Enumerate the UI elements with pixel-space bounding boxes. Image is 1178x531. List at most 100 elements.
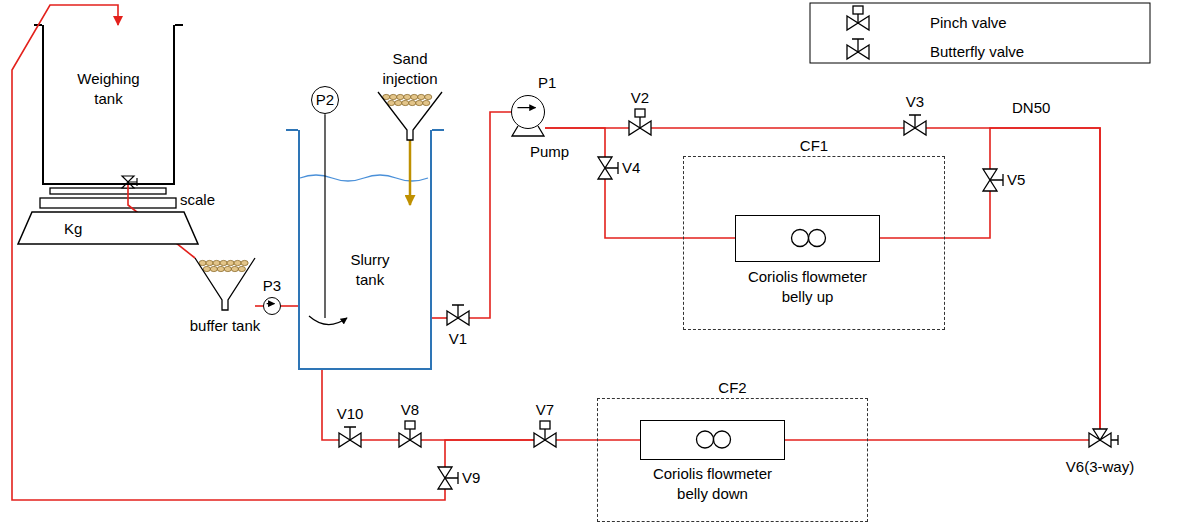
- pump-p1: P1Pump: [511, 95, 545, 129]
- sand-grain: [203, 266, 210, 271]
- butterfly-valve: V1: [447, 311, 469, 325]
- valve-tag: V3: [906, 92, 924, 112]
- node-outline: [983, 169, 997, 191]
- pipe-line: [651, 127, 904, 129]
- sand-grain: [418, 94, 425, 99]
- pinch-valve: V2: [629, 121, 651, 135]
- meter-tube: [809, 230, 826, 247]
- pipe-size: DN50: [1012, 98, 1050, 118]
- outline-stroke: [378, 92, 442, 140]
- sand-grain: [234, 260, 241, 265]
- pipe-line: [926, 128, 1100, 429]
- stand-plate: [40, 198, 176, 208]
- node-outline: [378, 92, 442, 140]
- node-outline: [447, 311, 469, 325]
- valve-tag: V2: [631, 88, 649, 108]
- sand-feed-arrow: [409, 140, 412, 205]
- outline-stroke: [344, 427, 356, 440]
- three-way-valve: V6(3-way): [1089, 429, 1111, 451]
- outline-stroke: [605, 162, 618, 174]
- pipes: [12, 5, 1100, 500]
- node-outline: [512, 96, 546, 130]
- sand-grain: [411, 94, 418, 99]
- stirrer-motor: P2: [311, 86, 339, 114]
- valve-tag: V8: [401, 400, 419, 420]
- flow-arrow: [517, 107, 535, 108]
- sand-grain: [220, 260, 227, 265]
- meter-tube: [714, 431, 731, 448]
- pipe-line: [469, 112, 511, 318]
- node-outline: [629, 121, 651, 135]
- stirrer-shaft: [324, 114, 325, 130]
- node-outline: [264, 298, 282, 316]
- valve-handle: [852, 39, 864, 52]
- coriolis-flowmeter: Coriolis flowmeter belly down: [640, 420, 785, 460]
- slurry-tank-detail: [286, 130, 444, 325]
- hopper-name: Sand injection: [373, 49, 447, 88]
- node-outline: [438, 467, 452, 489]
- node-outline: [598, 157, 612, 179]
- node-outline: [736, 216, 881, 263]
- sand-grain: [423, 100, 430, 105]
- sand-grain: [409, 100, 416, 105]
- butterfly-valve: V5: [983, 169, 997, 191]
- node-outline: [641, 421, 786, 461]
- pipe-line: [12, 5, 445, 500]
- outline-stroke: [452, 305, 464, 318]
- node-outline: [534, 433, 556, 447]
- section-tag: CF2: [718, 378, 746, 398]
- slurry-tank: Slurry tank: [298, 130, 432, 370]
- flowmeter-section: Coriolis flowmeter belly downCF2: [597, 398, 868, 522]
- outline-stroke: [990, 174, 1003, 186]
- legend-pinch-symbol: [847, 6, 869, 30]
- node-outline: [399, 433, 421, 447]
- outline-stroke: [409, 429, 410, 440]
- pump-tag: P3: [263, 276, 281, 296]
- sand-grain: [388, 100, 395, 105]
- outline-stroke: [1111, 435, 1118, 445]
- valve-stem: [857, 14, 858, 23]
- scale-name: scale: [180, 190, 215, 210]
- buffer-tank: buffer tank: [195, 258, 255, 310]
- butterfly-valve: V10: [339, 433, 361, 447]
- meter-tube: [792, 230, 809, 247]
- sand-grain: [231, 266, 238, 271]
- tank-name: buffer tank: [190, 316, 261, 336]
- stirrer-arrow: [309, 316, 347, 325]
- motor-tag: P2: [316, 90, 334, 110]
- sand-grain: [241, 260, 248, 265]
- sand-grain: [224, 266, 231, 271]
- coriolis-flowmeter: Coriolis flowmeter belly up: [735, 215, 880, 262]
- pinch-valve: V7: [534, 433, 556, 447]
- valve-actuator: [540, 421, 550, 429]
- meter-tube: [697, 431, 714, 448]
- scale-stand: [40, 188, 176, 208]
- pump-tag: P1: [538, 73, 556, 93]
- outline-stroke: [18, 212, 198, 244]
- butterfly-valve: V4: [598, 157, 612, 179]
- sand-grain: [402, 100, 409, 105]
- outline-stroke: [909, 115, 921, 128]
- pump-name: Pump: [530, 142, 569, 162]
- valve-tag: V7: [536, 400, 554, 420]
- node-outline: [1089, 429, 1111, 451]
- legend-frame: [810, 3, 1150, 63]
- outline-stroke: [544, 429, 545, 440]
- pipe-line: [281, 305, 298, 307]
- pipe-line: [361, 439, 399, 441]
- butterfly-valve: V3: [904, 121, 926, 135]
- flowmeter-section: Coriolis flowmeter belly upCF1: [683, 156, 945, 330]
- tank-name: Slurry tank: [338, 250, 402, 289]
- stand-plate: [50, 188, 166, 194]
- outline-stroke: [195, 258, 255, 310]
- scale: scaleKg: [18, 212, 198, 244]
- sand-grain: [238, 266, 245, 271]
- pipe-line: [880, 191, 990, 238]
- valve-actuator: [405, 421, 415, 429]
- legend-butterfly-symbol: [847, 39, 869, 59]
- pipe-line: [322, 370, 339, 440]
- outline-stroke: [1089, 429, 1111, 447]
- valve-tag: V6(3-way): [1066, 457, 1134, 477]
- valve-actuator: [853, 6, 863, 14]
